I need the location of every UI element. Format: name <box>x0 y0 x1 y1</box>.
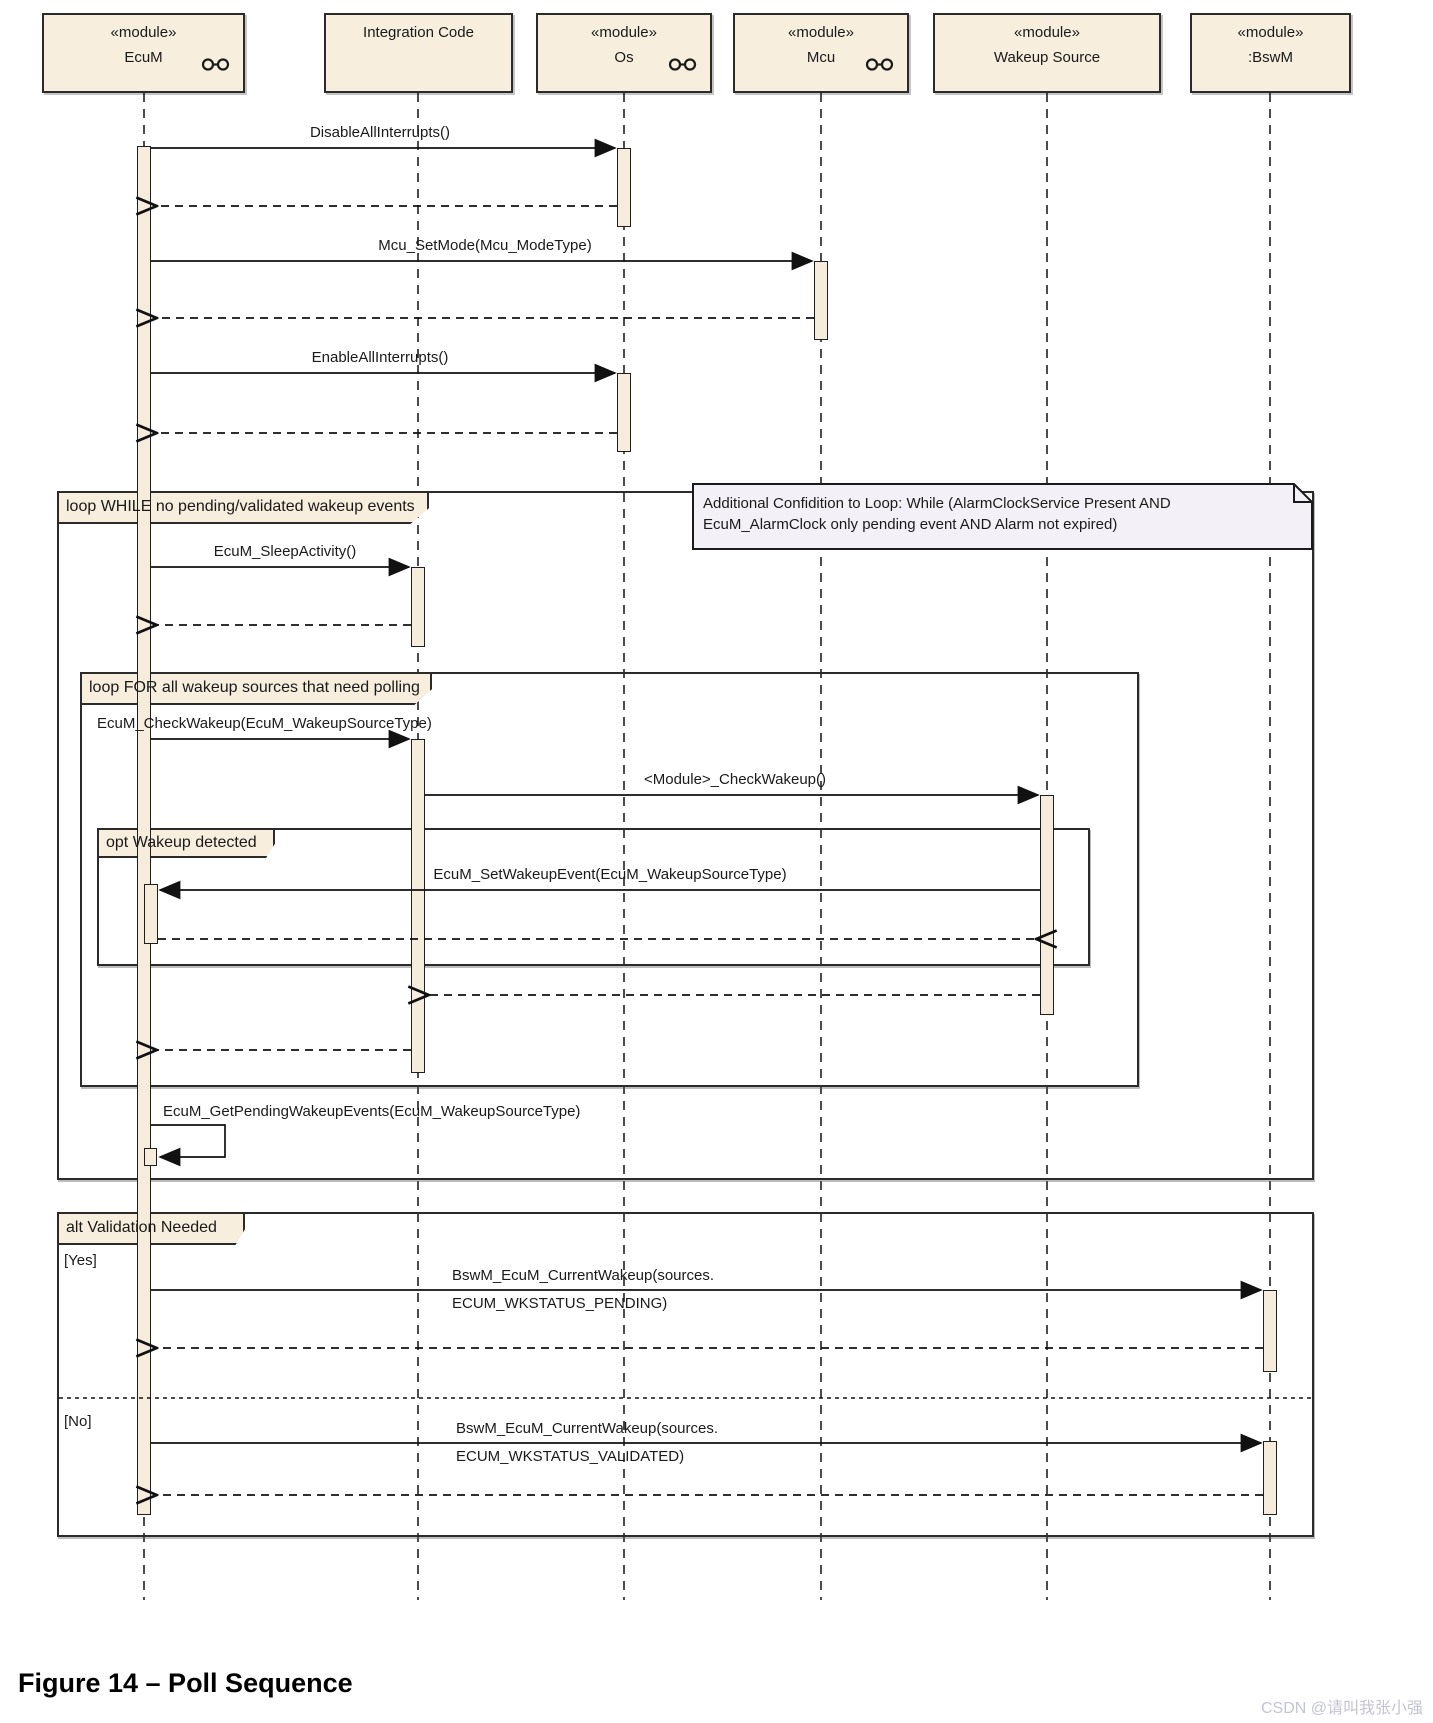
label-module-checkwakeup: <Module>_CheckWakeup() <box>643 771 827 788</box>
fragment-loop-while-label: loop WHILE no pending/validated wakeup e… <box>66 498 415 515</box>
fragment-loop-while <box>57 491 1314 1180</box>
activation-bswm-currentwakeup-validated <box>1263 1441 1277 1515</box>
stereotype-label: «module» <box>591 24 657 41</box>
label-disableallinterrupts: DisableAllInterrupts() <box>309 124 451 141</box>
fragment-opt <box>97 828 1090 966</box>
note-text-line1: Additional Confidition to Loop: While (A… <box>703 495 1171 512</box>
label-enableallinterrupts: EnableAllInterrupts() <box>311 349 449 366</box>
lifeline-head-wakeup-source: «module» Wakeup Source <box>933 13 1161 93</box>
lifeline-name: Integration Code <box>363 24 474 41</box>
activation-os-enableallinterrupts <box>617 373 631 452</box>
lifeline-head-os: «module» Os <box>536 13 712 93</box>
note-text-line2: EcuM_AlarmClock only pending event AND A… <box>703 516 1118 533</box>
component-icon <box>865 58 894 71</box>
self-message-getpendingwakeupevents <box>151 1124 226 1167</box>
activation-ecum-setwakeupevent <box>144 884 158 944</box>
label-mcu-setmode: Mcu_SetMode(Mcu_ModeType) <box>378 237 592 254</box>
label-checkwakeup: EcuM_CheckWakeup(EcuM_WakeupSourceType) <box>97 715 432 732</box>
stereotype-label: «module» <box>1014 24 1080 41</box>
lifeline-name: EcuM <box>124 49 163 66</box>
activation-wakeupsource-checkwakeup <box>1040 795 1054 1015</box>
lifeline-name: Os <box>614 49 634 66</box>
lifeline-head-integration-code: Integration Code <box>324 13 513 93</box>
label-setwakeupevent: EcuM_SetWakeupEvent(EcuM_WakeupSourceTyp… <box>433 866 787 883</box>
note-shape <box>692 483 1313 550</box>
lifeline-head-ecum: «module» EcuM <box>42 13 245 93</box>
label-currentwakeup-pending-line1: BswM_EcuM_CurrentWakeup(sources. <box>452 1267 715 1284</box>
activation-integration-sleepactivity <box>411 567 425 647</box>
fragment-operator-band <box>97 828 275 858</box>
activation-ecum-getpendingwakeupevents <box>144 1148 157 1166</box>
fragment-alt-label: alt Validation Needed <box>66 1219 217 1236</box>
lifeline-name: Mcu <box>806 49 836 66</box>
note-loop-condition: Additional Confidition to Loop: While (A… <box>692 483 1314 551</box>
fragment-loop-for-label: loop FOR all wakeup sources that need po… <box>89 679 420 696</box>
alt-guard-yes: [Yes] <box>64 1252 97 1269</box>
activation-mcu-setmode <box>814 261 828 340</box>
watermark-text: CSDN @请叫我张小强 <box>1260 1700 1423 1717</box>
component-icon <box>201 58 230 71</box>
component-icon <box>668 58 697 71</box>
figure-caption: Figure 14 – Poll Sequence <box>18 1668 353 1698</box>
activation-bswm-currentwakeup-pending <box>1263 1290 1277 1372</box>
lifeline-head-bswm: «module» :BswM <box>1190 13 1351 93</box>
lifeline-head-mcu: «module» Mcu <box>733 13 909 93</box>
stereotype-label: «module» <box>788 24 854 41</box>
fragment-alt <box>57 1212 1314 1537</box>
stereotype-label: «module» <box>110 24 177 41</box>
label-getpendingwakeupevents: EcuM_GetPendingWakeupEvents(EcuM_WakeupS… <box>163 1103 581 1120</box>
fragment-operator-band <box>57 1212 245 1245</box>
lifeline-name: Wakeup Source <box>993 49 1101 66</box>
stereotype-label: «module» <box>1237 24 1304 41</box>
fragment-operator-band <box>57 491 429 524</box>
activation-os-disableallinterrupts <box>617 148 631 227</box>
label-currentwakeup-validated-line2: ECUM_WKSTATUS_VALIDATED) <box>456 1448 685 1465</box>
lifeline-name: :BswM <box>1248 49 1293 66</box>
alt-guard-no: [No] <box>64 1413 92 1430</box>
label-currentwakeup-pending-line2: ECUM_WKSTATUS_PENDING) <box>452 1295 668 1312</box>
fragment-opt-label: opt Wakeup detected <box>106 834 257 851</box>
activation-ecum-main <box>137 146 151 1515</box>
label-sleepactivity: EcuM_SleepActivity() <box>213 543 357 560</box>
label-currentwakeup-validated-line1: BswM_EcuM_CurrentWakeup(sources. <box>456 1420 719 1437</box>
